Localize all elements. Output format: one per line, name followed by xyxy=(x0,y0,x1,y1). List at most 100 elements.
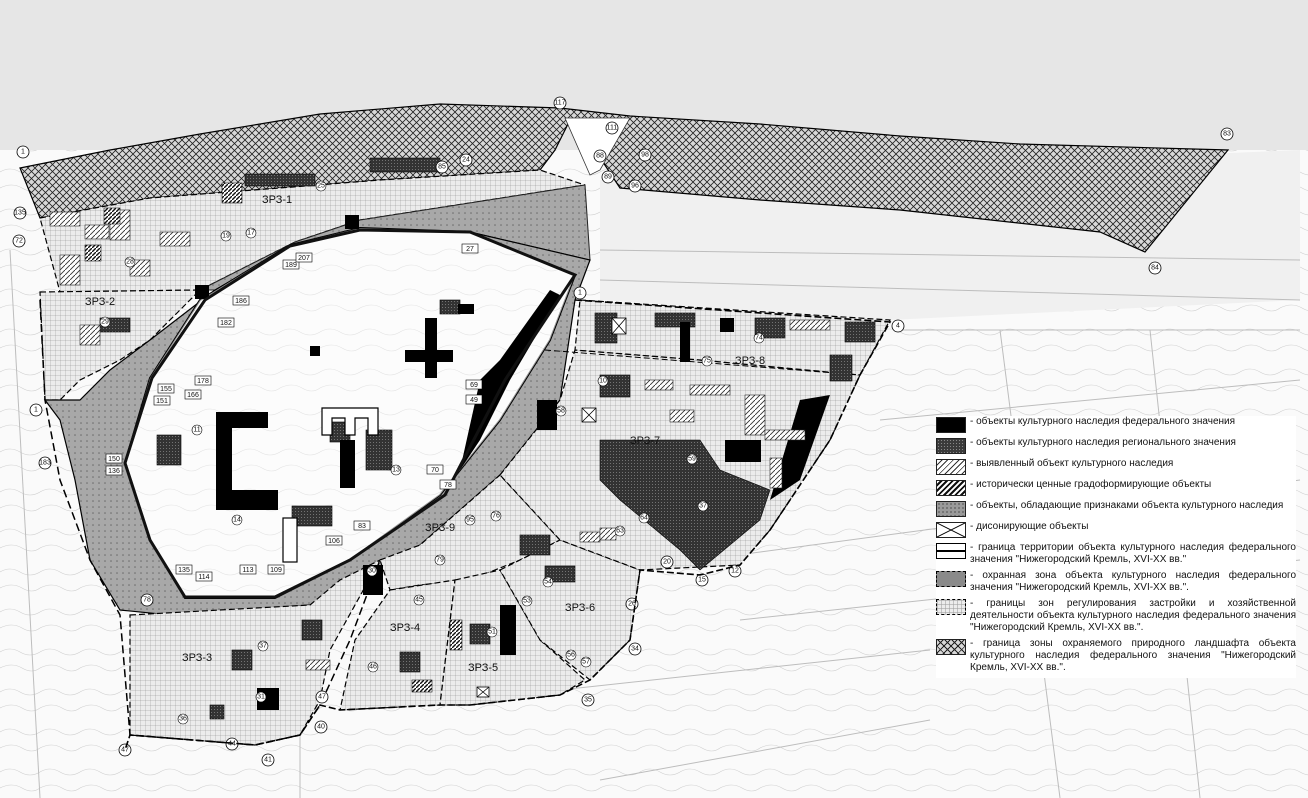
zone-label-8: ЗРЗ-8 xyxy=(735,355,765,367)
point-label: 155 xyxy=(160,386,172,393)
point-label: 40 xyxy=(317,724,325,731)
object-label: 45 xyxy=(415,597,423,604)
point-label: 1 xyxy=(34,407,38,414)
point-label: 78 xyxy=(444,482,452,489)
legend-item-federal: - объекты культурного наследия федеральн… xyxy=(936,416,1296,433)
object-label: 53 xyxy=(523,598,531,605)
point-label: 178 xyxy=(197,378,209,385)
legend-label: - объекты, обладающие признаками объекта… xyxy=(970,500,1284,511)
point-label: 47 xyxy=(318,694,326,701)
point-label: 85 xyxy=(438,164,446,171)
object-label: 37 xyxy=(699,503,707,510)
legend-label: - границы зон регулирования застройки и … xyxy=(970,598,1296,633)
legend-item-dissonant: - дисонирующие объекты xyxy=(936,521,1296,538)
legend-label: - объекты культурного наследия региональ… xyxy=(970,437,1236,448)
point-label: 98 xyxy=(641,152,649,159)
point-label: 20 xyxy=(663,559,671,566)
legend-item-regulation: - границы зон регулирования застройки и … xyxy=(936,598,1296,634)
swatch-territory xyxy=(936,543,966,559)
legend-item-territory: - граница территории объекта культурного… xyxy=(936,542,1296,566)
historic-objects xyxy=(84,182,463,693)
legend-label: - исторически ценные градоформирующие об… xyxy=(970,479,1212,490)
point-label: 151 xyxy=(156,398,168,405)
zone-label-4: ЗРЗ-4 xyxy=(390,622,420,634)
point-label: 84 xyxy=(1151,265,1159,272)
object-label: 79 xyxy=(436,557,444,564)
point-label: 136 xyxy=(108,468,120,475)
legend-item-protection: - охранная зона объекта культурного насл… xyxy=(936,570,1296,594)
object-label: 64 xyxy=(640,515,648,522)
swatch-signs xyxy=(936,501,966,517)
point-label: 150 xyxy=(108,456,120,463)
object-label: 17 xyxy=(247,230,255,237)
point-label: 111 xyxy=(607,125,618,132)
object-label: 63 xyxy=(616,528,624,535)
object-label: 76 xyxy=(492,513,500,520)
point-label: 44 xyxy=(228,741,236,748)
object-label: 59 xyxy=(688,456,696,463)
dissonant-objects xyxy=(476,317,627,698)
legend-label: - объекты культурного наследия федеральн… xyxy=(970,416,1236,427)
object-label: 57 xyxy=(582,659,590,666)
point-label: 35 xyxy=(584,697,592,704)
point-label: 69 xyxy=(470,382,478,389)
point-label: 12 xyxy=(731,568,739,575)
object-label: 58 xyxy=(557,408,565,415)
point-label: 135 xyxy=(178,567,190,574)
point-label: 183 xyxy=(39,460,51,467)
object-label: 30 xyxy=(368,568,376,575)
zone-label-1: ЗРЗ-1 xyxy=(262,194,292,206)
point-label: 72 xyxy=(15,238,23,245)
swatch-historic xyxy=(936,480,966,496)
object-label: 10 xyxy=(599,378,607,385)
object-label: 95 xyxy=(466,517,474,524)
zone-label-3: ЗРЗ-3 xyxy=(182,652,212,664)
legend-label: - охранная зона объекта культурного насл… xyxy=(970,570,1296,593)
legend-label: - дисонирующие объекты xyxy=(970,521,1089,532)
object-label: 29 xyxy=(101,319,109,326)
zone-label-9: ЗРЗ-9 xyxy=(425,522,455,534)
point-label: 96 xyxy=(631,183,639,190)
swatch-protection xyxy=(936,571,966,587)
object-label: 37 xyxy=(259,643,267,650)
legend-item-historic: - исторически ценные градоформирующие об… xyxy=(936,479,1296,496)
map-legend: - объекты культурного наследия федеральн… xyxy=(936,416,1296,678)
point-label: 166 xyxy=(187,392,199,399)
point-label: 114 xyxy=(198,574,209,581)
point-label: 109 xyxy=(270,567,282,574)
point-label: 1 xyxy=(21,149,25,156)
point-label: 113 xyxy=(242,567,253,574)
regulation-zone-4 xyxy=(339,579,456,711)
object-label: 46 xyxy=(369,664,377,671)
object-label: 19 xyxy=(222,233,230,240)
point-label: 189 xyxy=(285,262,297,269)
point-label: 49 xyxy=(470,397,478,404)
object-label: 51 xyxy=(488,629,496,636)
object-label: 28 xyxy=(126,259,134,266)
object-label: 54 xyxy=(544,579,552,586)
swatch-federal xyxy=(936,417,966,433)
swatch-dissonant xyxy=(936,522,966,538)
object-number-labels: 25 17 19 28 29 11 14 13 95 10 59 37 37 3… xyxy=(101,183,763,723)
point-label: 135 xyxy=(14,210,26,217)
swatch-identified xyxy=(936,459,966,475)
point-label: 186 xyxy=(235,298,247,305)
point-label: 27 xyxy=(466,246,474,253)
point-label: 1 xyxy=(578,290,582,297)
object-label: 74 xyxy=(755,335,763,342)
boxed-point-labels: 155 151 166 178 150 136 135 114 113 109 … xyxy=(105,243,483,582)
legend-label: - выявленный объект культурного наследия xyxy=(970,458,1174,469)
object-label: 13 xyxy=(392,467,400,474)
point-label: 207 xyxy=(298,255,310,262)
legend-label: - граница территории объекта культурного… xyxy=(970,542,1296,565)
zone-label-2: ЗРЗ-2 xyxy=(85,296,115,308)
legend-item-landscape: - граница зоны охраняемого природного ла… xyxy=(936,638,1296,674)
point-label: 83 xyxy=(1223,131,1231,138)
boundary-point-markers xyxy=(12,96,1234,767)
point-label: 41 xyxy=(264,757,272,764)
object-label: 11 xyxy=(193,427,200,434)
swatch-regional xyxy=(936,438,966,454)
point-label: 4 xyxy=(896,323,900,330)
regulation-outer-boundary xyxy=(124,299,892,751)
